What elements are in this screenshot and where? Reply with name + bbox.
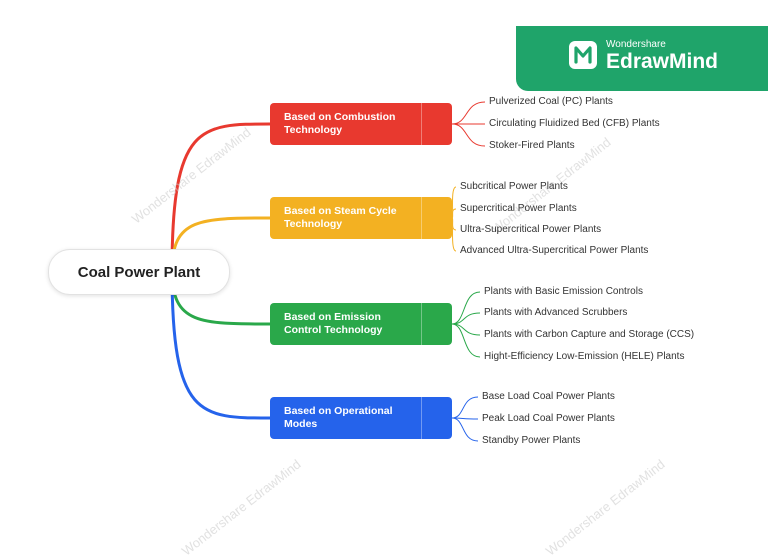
branch-label: Based on Emission Control Technology [284,311,383,336]
root-connector [170,122,272,273]
leaf-topic[interactable]: Subcritical Power Plants [460,181,568,192]
leaf-topic[interactable]: Peak Load Coal Power Plants [482,413,615,424]
leaf-topic[interactable]: Base Load Coal Power Plants [482,391,615,402]
leaf-topic[interactable]: Plants with Carbon Capture and Storage (… [484,329,695,340]
root-connector [170,269,272,420]
logo-brand-text: Wondershare [606,39,666,50]
leaf-topic[interactable]: Supercritical Power Plants [460,203,577,214]
leaf-connector [451,123,486,147]
leaf-topic[interactable]: Hight-Efficiency Low-Emission (HELE) Pla… [484,351,685,362]
leaf-topic[interactable]: Circulating Fluidized Bed (CFB) Plants [489,118,660,129]
branch-notch [421,103,452,145]
leaf-connector [451,396,479,419]
leaf-topic[interactable]: Stoker-Fired Plants [489,140,575,151]
edrawmind-logo-icon [569,41,597,69]
leaf-connector [451,101,486,125]
leaf-topic[interactable]: Plants with Advanced Scrubbers [484,307,628,318]
leaf-connector [451,291,481,325]
branch-label: Based on Operational Modes [284,405,393,430]
branch-steam-cycle-technology[interactable]: Based on Steam Cycle Technology [270,197,452,239]
leaf-topic[interactable]: Ultra-Supercritical Power Plants [460,224,602,235]
root-topic[interactable]: Coal Power Plant [48,249,230,295]
branch-emission-control-technology[interactable]: Based on Emission Control Technology [270,303,452,345]
branch-label: Based on Steam Cycle Technology [284,205,397,230]
leaf-topic[interactable]: Plants with Basic Emission Controls [484,286,643,297]
leaf-connector [451,323,481,358]
leaf-topic[interactable]: Advanced Ultra-Supercritical Power Plant… [460,245,649,256]
leaf-topic[interactable]: Standby Power Plants [482,435,581,446]
branch-combustion-technology[interactable]: Based on Combustion Technology [270,103,452,145]
edrawmind-logo: Wondershare EdrawMind [516,26,768,91]
branch-notch [421,397,452,439]
leaf-topic[interactable]: Pulverized Coal (PC) Plants [489,96,613,107]
leaf-connector [451,417,479,442]
branch-operational-modes[interactable]: Based on Operational Modes [270,397,452,439]
leaf-connector [451,208,457,219]
branch-label: Based on Combustion Technology [284,111,396,136]
leaf-connector [451,217,457,252]
leaf-connector [451,312,481,325]
logo-product-text: EdrawMind [606,50,719,73]
branch-notch [421,303,452,345]
branch-notch [421,197,452,239]
